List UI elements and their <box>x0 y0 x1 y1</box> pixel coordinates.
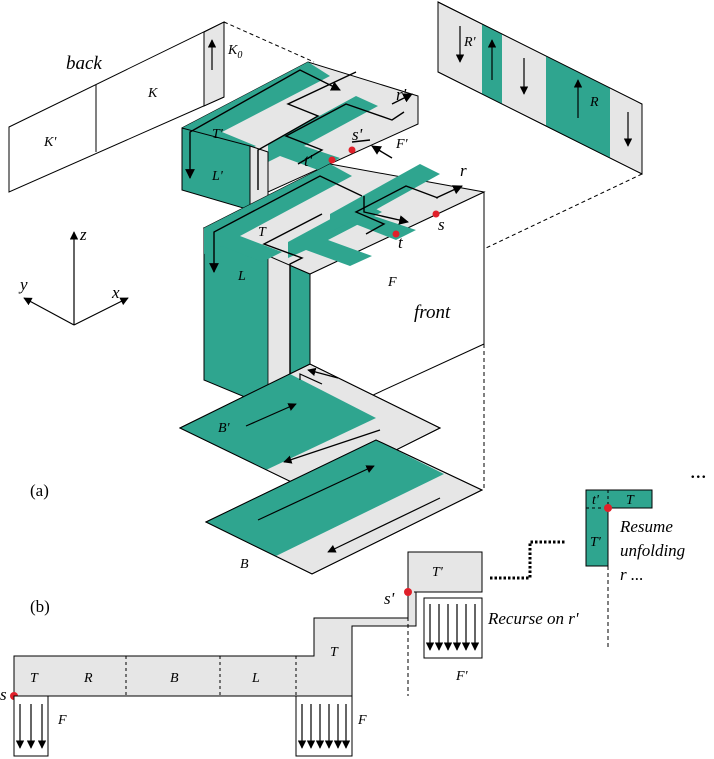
T-label: T <box>258 225 267 240</box>
strip-s-prime-label: s' <box>384 589 395 608</box>
x-axis-label: x <box>111 283 120 302</box>
z-axis-label: z <box>79 225 87 244</box>
dashed-guide <box>485 173 643 249</box>
y-axis-label: y <box>18 275 28 294</box>
upper-block: T' L' r' s' t' F' <box>181 61 419 215</box>
resume-line: unfolding <box>620 541 685 560</box>
s-prime-label: s' <box>352 125 363 144</box>
B-label: B <box>240 557 249 572</box>
recurse-connector <box>490 540 566 580</box>
s-label: s <box>438 215 445 234</box>
F-box-label: F <box>357 713 367 728</box>
L-prime-label: L' <box>211 169 224 184</box>
front-block: T L F r s t front <box>202 161 486 425</box>
R-prime-label: R' <box>463 35 477 50</box>
L-label: L <box>237 269 246 284</box>
inset-T-prime: T' <box>590 535 602 550</box>
strip-label: B <box>170 671 179 686</box>
panel-b-label: (b) <box>30 597 50 616</box>
inset-T: T <box>626 493 635 508</box>
resume-line: Resume <box>619 517 673 536</box>
recurse-text: Recurse on r' <box>487 609 579 628</box>
T-prime-label: T' <box>212 127 224 142</box>
resume-line: r ... <box>620 565 644 584</box>
unfolded-strip: T R B L T T' s s' <box>0 551 483 704</box>
F-prime-box: F' <box>423 597 483 684</box>
R-label: R <box>589 95 599 110</box>
F-box-label: F <box>57 713 67 728</box>
K-label: K <box>147 86 158 101</box>
t-prime-label: t' <box>304 151 313 170</box>
ellipsis: ... <box>690 458 707 483</box>
B-prime-label: B' <box>218 421 231 436</box>
F-box-right: F <box>295 695 367 757</box>
layer-B: B <box>204 439 484 575</box>
strip-label: L <box>251 671 260 686</box>
F-label: F <box>387 275 397 290</box>
strip-label: T <box>30 671 39 686</box>
r-prime-label: r' <box>396 85 407 104</box>
strip-s-label: s <box>0 685 7 704</box>
resume-inset: t' T T' Resume unfolding r ... <box>585 489 685 648</box>
K0-label: K0 <box>227 43 242 61</box>
front-label: front <box>414 302 451 323</box>
inset-t-prime: t' <box>592 493 600 508</box>
r-label: r <box>460 161 467 180</box>
F-box-left: F <box>13 695 67 757</box>
panel-a-label: (a) <box>30 481 49 500</box>
strip-T-prime: T' <box>432 565 444 580</box>
K-prime-label: K' <box>43 135 57 150</box>
strip-label: R <box>83 671 93 686</box>
axes: z x y <box>18 225 129 326</box>
right-panel: R' R <box>437 1 643 175</box>
F-prime-box-label: F' <box>455 669 469 684</box>
F-prime-label: F' <box>395 137 409 152</box>
t-label: t <box>398 233 404 252</box>
dashed-guide <box>223 21 315 63</box>
strip-label: T <box>330 645 339 660</box>
back-label: back <box>66 53 102 74</box>
